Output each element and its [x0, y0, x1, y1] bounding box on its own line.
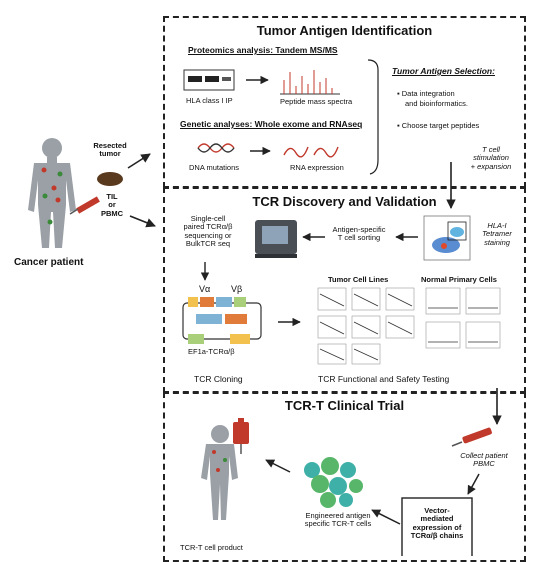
arrow-tumor-to-panel1 — [127, 153, 151, 169]
mass-spectrum-icon — [280, 70, 340, 95]
blood-tube-icon — [451, 427, 492, 447]
bullet-bioinformatics: and bioinformatics. — [405, 99, 468, 108]
normal-cell-charts — [425, 287, 501, 349]
cancer-patient-label: Cancer patient — [14, 257, 84, 268]
bracket-panel1 — [367, 59, 379, 175]
tumor-cell-line-curves — [319, 293, 413, 361]
hla-label: HLA class I IP — [186, 96, 233, 105]
selection-header: Tumor Antigen Selection: — [392, 66, 495, 76]
panel1-title: Tumor Antigen Identification — [256, 23, 433, 38]
dna-helix-icon — [197, 143, 235, 153]
rna-label: RNA expression — [290, 163, 344, 172]
dna-label: DNA mutations — [189, 163, 240, 172]
tcr-t-product-label: TCR-T cell product — [180, 543, 243, 552]
ef1a-label: EF1a-TCRα/β — [188, 347, 235, 356]
normal-cell-curves — [428, 307, 498, 343]
western-blot-icon — [183, 69, 235, 91]
tumor-spots — [41, 167, 63, 225]
rna-icon — [283, 146, 339, 158]
normal-cells-label: Normal Primary Cells — [421, 275, 497, 284]
arrow-pbmc-to-panel2 — [129, 215, 156, 228]
vector-box — [401, 497, 473, 556]
tumor-cell-line-charts — [317, 287, 415, 365]
arrow-vector-to-cells — [371, 509, 401, 525]
proteomics-header: Proteomics analysis: Tandem MS/MS — [188, 45, 338, 55]
tcr-t-cells-icon — [304, 457, 363, 508]
tumor-cell-lines-label: Tumor Cell Lines — [328, 275, 389, 284]
panel3-title: TCR-T Clinical Trial — [284, 398, 405, 413]
bullet-choose-peptides: ▪ Choose target peptides — [397, 121, 480, 130]
sequencer-icon — [255, 220, 297, 258]
genetic-header: Genetic analyses: Whole exome and RNAseq — [180, 119, 363, 129]
syringe-icon — [69, 196, 100, 215]
bullet-data-integration: ▪ Data integration — [397, 89, 455, 98]
arrow-pbmc-to-vector — [467, 473, 480, 495]
vbeta-label: Vβ — [231, 284, 243, 294]
functional-testing-label: TCR Functional and Safety Testing — [318, 374, 450, 384]
plasmid-construct-icon — [182, 297, 262, 344]
patient-silhouette-icon — [201, 425, 238, 520]
flow-cytometry-plot — [423, 215, 471, 261]
patient-figure — [28, 138, 76, 248]
blood-bag-icon — [233, 418, 249, 454]
peptide-label: Peptide mass spectra — [280, 97, 353, 106]
valpha-label: Vα — [199, 284, 211, 294]
panel2-title: TCR Discovery and Validation — [252, 194, 437, 209]
cloning-label: TCR Cloning — [194, 374, 243, 384]
arrow-cells-to-patient — [265, 459, 291, 473]
tumor-sample-icon — [97, 172, 123, 186]
